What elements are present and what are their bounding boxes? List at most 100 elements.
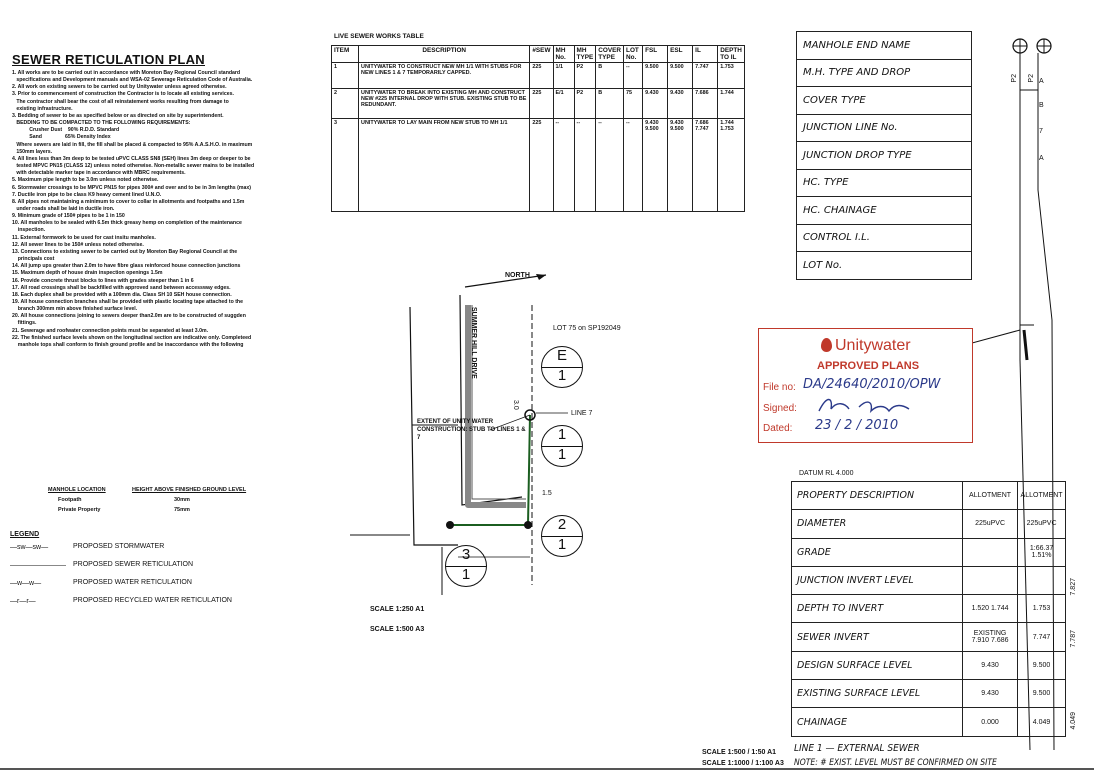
manhole-info-table: MANHOLE END NAME M.H. TYPE AND DROP COVE…: [796, 31, 972, 280]
signature: [818, 398, 910, 414]
works-table: ITEM DESCRIPTION #SEW MH No. MH TYPE COV…: [330, 45, 745, 212]
cell: 4.049: [1017, 707, 1066, 737]
cell: 7.686 7.747: [692, 118, 719, 212]
manhole-marker-top: 2: [557, 516, 567, 533]
note-line: 7. Ductile iron pipe to be class K9 heav…: [12, 191, 162, 198]
row-label: GRADE: [791, 537, 963, 567]
note-line: under roads shall be laid in ductile iro…: [12, 205, 115, 212]
note-line: 21. Sewerage and roofwater connection po…: [12, 327, 209, 334]
manhole-row-label: LOT No.: [796, 251, 972, 280]
table-row: EXISTING SURFACE LEVEL 9.430 9.500: [791, 679, 1066, 709]
cell: 225: [529, 118, 554, 212]
stamp-approved: APPROVED PLANS: [817, 360, 920, 372]
legend-symbol-water: —w—w—: [10, 580, 42, 587]
row-label: DIAMETER: [791, 509, 963, 539]
cell: 1.744: [717, 88, 745, 119]
row-label: SEWER INVERT: [791, 622, 963, 652]
manhole-row-label: MANHOLE END NAME: [796, 31, 972, 60]
note-line: 4. All lines less than 3m deep to be tes…: [12, 155, 251, 162]
note-line: 5. Maximum pipe length to be 3.0m unless…: [12, 177, 159, 184]
approval-stamp: Unitywater APPROVED PLANS File no: DA/24…: [758, 328, 973, 443]
stamp-file-value: DA/24640/2010/OPW: [803, 377, 941, 392]
plan-scale-a3: SCALE 1:500 A3: [370, 626, 425, 633]
note-line: Where sewers are laid in fill, the fill …: [12, 141, 253, 148]
note-line: manhole tops shall conform to finish gro…: [12, 341, 244, 348]
col-header: LOT No.: [623, 45, 644, 63]
cell: 9.430 9.500: [642, 118, 669, 212]
legend-title: LEGEND: [10, 531, 40, 538]
note-line: principals cost: [12, 256, 55, 263]
cell: 1.753: [717, 62, 745, 89]
cell: EXISTING 7.910 7.686: [961, 622, 1019, 652]
row-label: EXISTING SURFACE LEVEL: [791, 679, 963, 709]
manhole-marker-bottom: 1: [557, 367, 567, 384]
cell: 225uPVC: [961, 509, 1019, 539]
site-plan-drawing: [350, 274, 568, 595]
note-line: 18. Each duplex shall be provided with a…: [12, 291, 232, 298]
cell: 7.747: [692, 62, 719, 89]
stamp-dated-label: Dated:: [763, 423, 793, 434]
col-header: FSL: [642, 45, 669, 63]
legend-label-sewer: PROPOSED SEWER RETICULATION: [73, 561, 194, 568]
note-line: inspection.: [12, 227, 46, 234]
note-line: 150mm layers.: [12, 148, 53, 155]
note-line: 1. All works are to be carried out in ac…: [12, 70, 241, 76]
note-line: 11. External formwork to be used for cas…: [12, 234, 156, 241]
note-line: fittings.: [12, 320, 37, 327]
cell: --: [573, 118, 597, 212]
section-note: NOTE: # EXIST. LEVEL MUST BE CONFIRMED O…: [794, 758, 997, 768]
table-row: JUNCTION INVERT LEVEL: [791, 565, 1066, 596]
table-row: DESIGN SURFACE LEVEL 9.430 9.500: [791, 650, 1066, 681]
legend-symbol-sewer: ————————: [10, 562, 66, 569]
table-row: GRADE 1:66.37 1.51%: [791, 537, 1066, 567]
table-row: DIAMETER 225uPVC 225uPVC: [791, 509, 1066, 539]
col-header: DESCRIPTION: [358, 45, 531, 63]
cell: E/1: [552, 88, 575, 119]
cell: 3: [330, 118, 360, 212]
note-line: BEDDING TO BE COMPACTED TO THE FOLLOWING…: [12, 120, 191, 127]
legend-label-water: PROPOSED WATER RETICULATION: [73, 579, 192, 586]
page-border-bottom: [0, 768, 1094, 770]
stamp-dated-value: 23 / 2 / 2010: [815, 418, 899, 433]
manhole-marker-top: 3: [461, 546, 471, 563]
note-line: 3. Prior to commencement of construction…: [12, 91, 234, 98]
manhole-row-label: M.H. TYPE AND DROP: [796, 58, 972, 87]
cell: 1.520 1.744: [961, 594, 1019, 624]
cell: P2: [573, 62, 597, 89]
profile-label: B: [1039, 102, 1044, 109]
manhole-height-header: HEIGHT ABOVE FINISHED GROUND LEVEL: [132, 487, 247, 493]
cell: 9.500: [1017, 679, 1066, 709]
manhole-marker-bottom: 1: [557, 446, 567, 463]
note-line: 15. Maximum depth of house drain inspect…: [12, 270, 163, 277]
cell: --: [623, 62, 644, 89]
cell: 9.430: [961, 679, 1019, 709]
col-header: #SEW: [529, 45, 554, 63]
cell: 1.753: [1017, 594, 1066, 624]
col-header: IL: [692, 45, 719, 63]
note-line: 8. All pipes not maintaining a minimum t…: [12, 198, 245, 205]
cell: 9.430: [961, 650, 1019, 681]
col-header: ESL: [667, 45, 694, 63]
cell: 1: [330, 62, 360, 89]
cell: [961, 537, 1019, 567]
section-scale-a1: SCALE 1:500 / 1:50 A1: [702, 749, 777, 756]
note-line: 9. Minimum grade of 150# pipes to be 1 i…: [12, 213, 125, 220]
cell: 225: [529, 88, 554, 119]
cell: 1/1: [552, 62, 575, 89]
manhole-row-loc: Footpath: [58, 497, 82, 503]
cell: 75: [623, 88, 644, 119]
cell: 7.686: [692, 88, 719, 119]
cell: 9.430: [642, 88, 669, 119]
note-line: specifications and Development manuals a…: [12, 77, 253, 84]
cell: 9.500: [642, 62, 669, 89]
row-label: JUNCTION INVERT LEVEL: [791, 565, 963, 596]
table-row: DEPTH TO INVERT 1.520 1.744 1.753: [791, 594, 1066, 624]
manhole-marker-e1: E 1: [541, 346, 583, 388]
col-header: COVER TYPE: [595, 45, 625, 63]
note-line: 17. All road crossings shall be backfill…: [12, 284, 231, 291]
table-row: SEWER INVERT EXISTING 7.910 7.686 7.747: [791, 622, 1066, 652]
legend-symbol-recycled: —r—r—: [10, 598, 36, 605]
cell: ALLOTMENT: [1017, 480, 1066, 511]
manhole-marker-31: 3 1: [445, 545, 487, 587]
note-line: 14. All jump ups greater than 2.0m to ha…: [12, 263, 241, 270]
